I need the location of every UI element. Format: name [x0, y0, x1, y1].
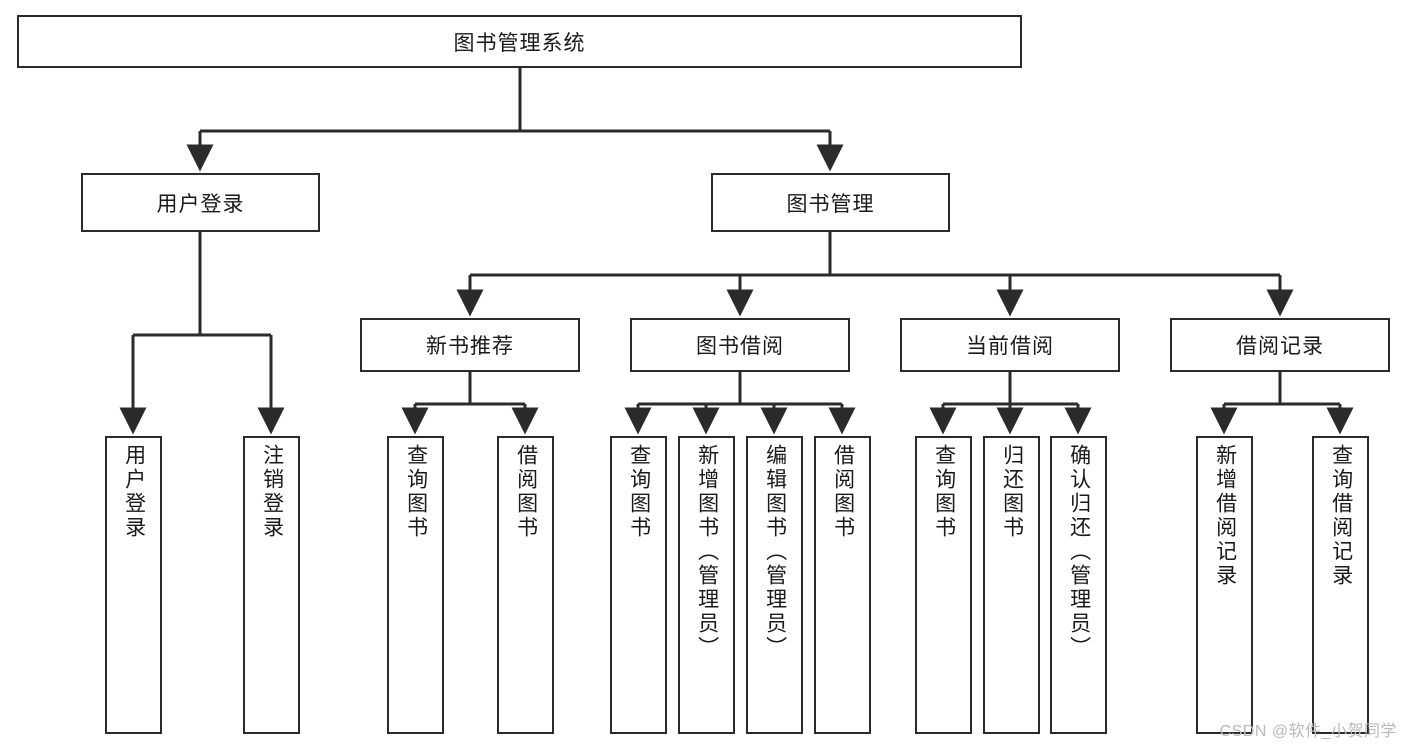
- node-root-system[interactable]: 图书管理系统: [17, 15, 1022, 68]
- node-new-book-recommend[interactable]: 新书推荐: [360, 318, 580, 372]
- leaf-records-add-record[interactable]: 新增借阅记录: [1196, 436, 1253, 734]
- node-borrow-records[interactable]: 借阅记录: [1170, 318, 1390, 372]
- node-label: 用户登录: [156, 192, 245, 216]
- node-label: 新书推荐: [426, 335, 514, 358]
- node-current-borrow[interactable]: 当前借阅: [900, 318, 1120, 372]
- node-book-management[interactable]: 图书管理: [711, 173, 950, 232]
- node-label: 查询借阅记录: [1329, 444, 1353, 588]
- leaf-borrow-borrow-book[interactable]: 借阅图书: [814, 436, 871, 734]
- leaf-user-login[interactable]: 用户登录: [105, 436, 162, 734]
- node-label: 注销登录: [260, 444, 284, 540]
- node-label: 确认归还（管理员）: [1067, 444, 1091, 660]
- node-book-borrow[interactable]: 图书借阅: [630, 318, 850, 372]
- leaf-logout[interactable]: 注销登录: [243, 436, 300, 734]
- node-label: 借阅图书: [831, 444, 855, 540]
- node-label: 借阅记录: [1236, 335, 1324, 358]
- node-label: 查询图书: [627, 444, 651, 540]
- node-user-login[interactable]: 用户登录: [81, 173, 320, 232]
- node-label: 图书管理: [786, 192, 875, 216]
- node-label: 查询图书: [404, 444, 428, 540]
- leaf-current-return-book[interactable]: 归还图书: [983, 436, 1040, 734]
- leaf-recommend-borrow-book[interactable]: 借阅图书: [497, 436, 554, 734]
- leaf-recommend-query-book[interactable]: 查询图书: [387, 436, 444, 734]
- leaf-current-query-book[interactable]: 查询图书: [915, 436, 972, 734]
- node-label: 查询图书: [932, 444, 956, 540]
- node-label: 当前借阅: [966, 335, 1054, 358]
- node-label: 归还图书: [1000, 444, 1024, 540]
- node-label: 用户登录: [122, 444, 146, 540]
- leaf-records-query-record[interactable]: 查询借阅记录: [1312, 436, 1369, 734]
- node-label: 新增图书（管理员）: [695, 444, 719, 660]
- leaf-borrow-query-book[interactable]: 查询图书: [610, 436, 667, 734]
- leaf-current-confirm-return-admin[interactable]: 确认归还（管理员）: [1050, 436, 1107, 734]
- node-label: 编辑图书（管理员）: [763, 444, 787, 660]
- node-label: 借阅图书: [514, 444, 538, 540]
- node-label: 图书借阅: [696, 335, 784, 358]
- node-label: 新增借阅记录: [1213, 444, 1237, 588]
- leaf-borrow-edit-book-admin[interactable]: 编辑图书（管理员）: [746, 436, 803, 734]
- node-label: 图书管理系统: [453, 31, 586, 55]
- leaf-borrow-add-book-admin[interactable]: 新增图书（管理员）: [678, 436, 735, 734]
